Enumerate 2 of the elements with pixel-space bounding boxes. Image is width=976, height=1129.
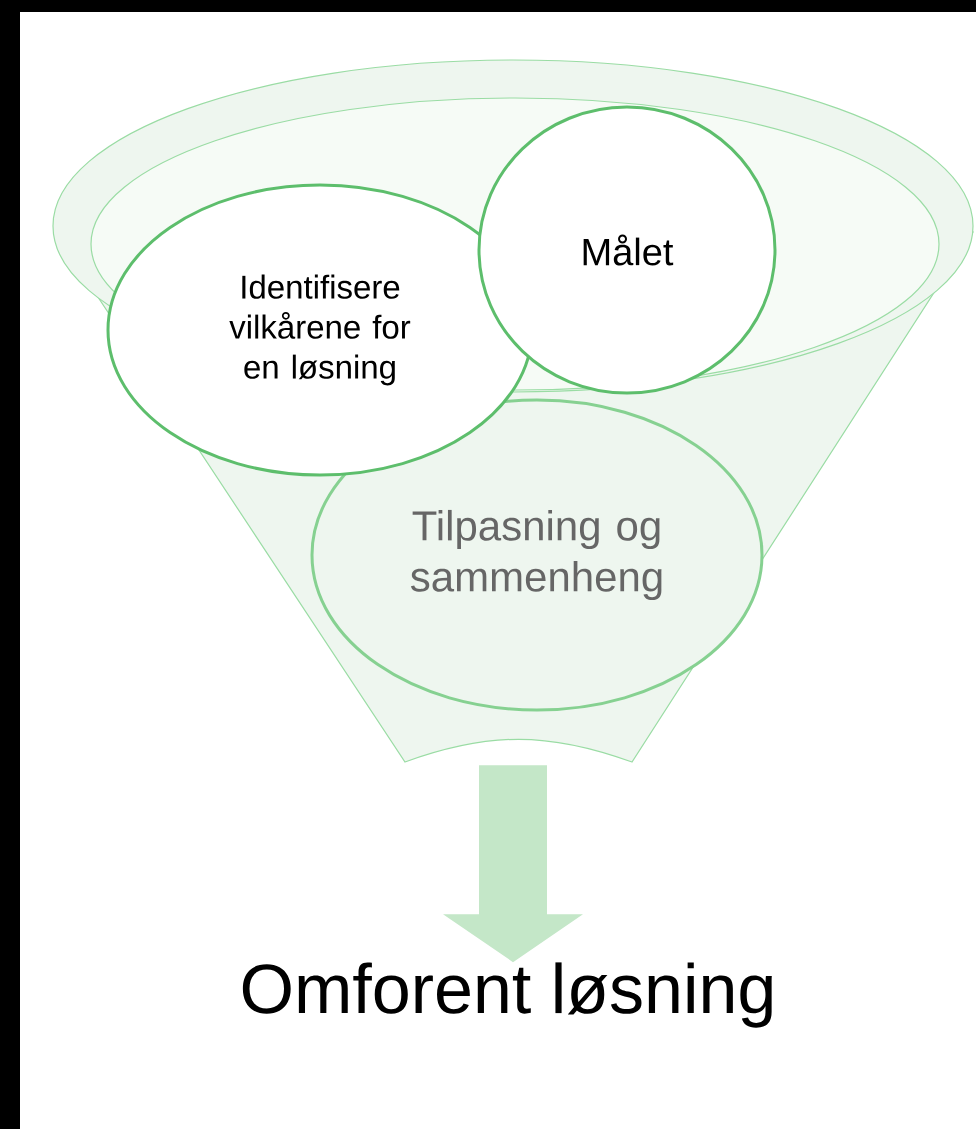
- result-text: Omforent løsning: [242, 962, 772, 1028]
- arrow: [443, 765, 583, 963]
